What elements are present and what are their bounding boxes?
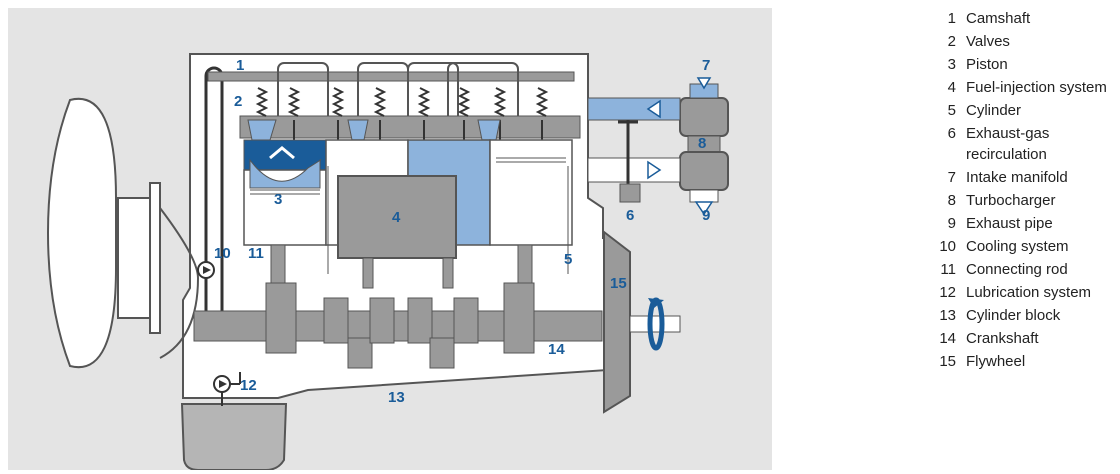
legend-number: 7 xyxy=(922,167,966,188)
legend-number: 8 xyxy=(922,190,966,211)
callout-cylinder: 5 xyxy=(564,251,572,268)
callout-lubrication-system: 12 xyxy=(240,377,257,394)
exhaust-pipe xyxy=(588,158,680,182)
callout-exhaust-pipe: 9 xyxy=(702,207,710,224)
intake-pipe xyxy=(588,98,680,120)
legend-number: 4 xyxy=(922,77,966,98)
cylinder-head xyxy=(240,116,580,138)
legend-label: Piston xyxy=(966,54,1118,75)
callout-valves: 2 xyxy=(234,93,242,110)
legend-label: Fuel-injection system xyxy=(966,77,1118,98)
legend-label: Cylinder xyxy=(966,100,1118,121)
callout-cylinder-block: 13 xyxy=(388,389,405,406)
legend-label: Turbocharger xyxy=(966,190,1118,211)
legend-number: 1 xyxy=(922,8,966,29)
callout-piston: 3 xyxy=(274,191,282,208)
front-pulley xyxy=(48,99,198,367)
legend-label: Exhaust-gas recirculation xyxy=(966,123,1118,165)
legend-number: 5 xyxy=(922,100,966,121)
callout-turbocharger: 8 xyxy=(698,135,706,152)
legend-label: Exhaust pipe xyxy=(966,213,1118,234)
legend-label: Camshaft xyxy=(966,8,1118,29)
callout-crankshaft: 14 xyxy=(548,341,565,358)
legend-label: Lubrication system xyxy=(966,282,1118,303)
legend-label: Connecting rod xyxy=(966,259,1118,280)
legend-number: 14 xyxy=(922,328,966,349)
flywheel xyxy=(604,232,630,412)
legend-label: Cooling system xyxy=(966,236,1118,257)
callout-egr: 6 xyxy=(626,207,634,224)
legend-label: Valves xyxy=(966,31,1118,52)
legend-label: Crankshaft xyxy=(966,328,1118,349)
legend-label: Cylinder block xyxy=(966,305,1118,326)
legend-number: 12 xyxy=(922,282,966,303)
callout-cooling-system: 10 xyxy=(214,245,231,262)
callout-fuel-injection: 4 xyxy=(392,209,401,226)
legend-number: 9 xyxy=(922,213,966,234)
legend-label: Intake manifold xyxy=(966,167,1118,188)
legend-number: 11 xyxy=(922,259,966,280)
legend-number: 13 xyxy=(922,305,966,326)
legend-label: Flywheel xyxy=(966,351,1118,372)
oil-sump xyxy=(182,404,286,470)
legend-number: 6 xyxy=(922,123,966,165)
callout-intake-manifold: 7 xyxy=(702,57,710,74)
callout-flywheel: 15 xyxy=(610,275,627,292)
legend-number: 10 xyxy=(922,236,966,257)
legend-number: 3 xyxy=(922,54,966,75)
camshaft xyxy=(208,72,574,81)
legend-number: 2 xyxy=(922,31,966,52)
engine-diagram-svg: 1 2 3 4 5 6 7 8 9 10 11 12 13 14 15 xyxy=(8,8,772,470)
callout-camshaft: 1 xyxy=(236,57,244,74)
callout-connecting-rod: 11 xyxy=(248,245,264,262)
engine-diagram: 1 2 3 4 5 6 7 8 9 10 11 12 13 14 15 xyxy=(8,8,772,470)
legend-number: 15 xyxy=(922,351,966,372)
